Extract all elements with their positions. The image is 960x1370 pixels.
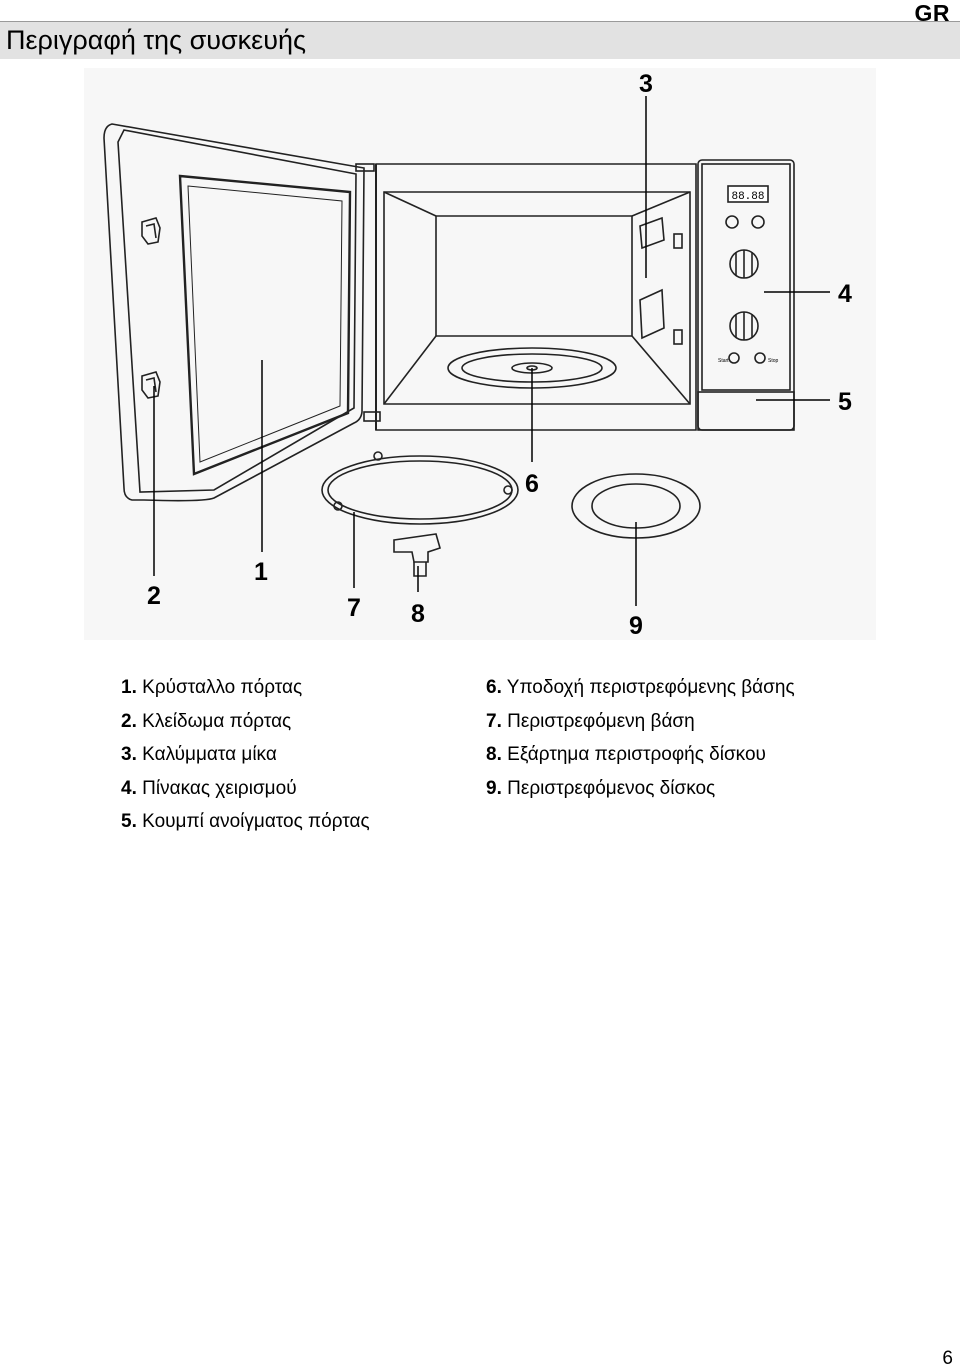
legend-item: 9. Περιστρεφόμενος δίσκος [486, 772, 795, 806]
microwave-diagram: 88.88 Start Stop 1 2 3 4 5 6 7 8 9 [84, 68, 876, 640]
callout-5: 5 [838, 388, 852, 416]
legend-number: 9. [486, 777, 502, 799]
callout-2: 2 [147, 582, 161, 610]
legend-text: Κρύσταλλο πόρτας [142, 677, 303, 698]
display-window [727, 185, 769, 203]
door-frame [103, 123, 365, 502]
door-release-button [697, 391, 795, 431]
stop-label: Stop [768, 358, 779, 364]
page-title: Περιγραφή της συσκευής [6, 25, 307, 55]
start-label: Start [718, 358, 729, 364]
turntable-coupler [393, 533, 441, 563]
legend-item: 1. Κρύσταλλο πόρτας [121, 671, 370, 705]
door-latch-upper [141, 217, 161, 245]
section-title-bar: Περιγραφή της συσκευής [0, 21, 960, 59]
legend-number: 1. [121, 677, 137, 698]
callout-6: 6 [525, 470, 539, 498]
legend-item: 4. Πίνακας χειρισμού [121, 772, 370, 806]
legend-text: Κουμπί ανοίγματος πόρτας [142, 811, 370, 833]
microwave-diagram-svg: 88.88 Start Stop 1 2 3 4 5 6 7 8 9 [103, 70, 852, 640]
legend-item: 7. Περιστρεφόμενη βάση [486, 705, 795, 739]
legend-number: 4. [121, 777, 137, 799]
callout-8: 8 [411, 600, 425, 628]
legend-text: Εξάρτημα περιστροφής δίσκου [507, 744, 766, 766]
legend-number: 3. [121, 744, 137, 766]
door-inner-frame [117, 129, 357, 493]
legend-right-column: 6. Υποδοχή περιστρεφόμενης βάσης 7. Περι… [486, 671, 795, 805]
legend-text: Περιστρεφόμενη βάση [507, 710, 695, 732]
legend-text: Υποδοχή περιστρεφόμενης βάσης [506, 677, 795, 698]
legend-text: Πίνακας χειρισμού [142, 777, 297, 799]
legend-item: 3. Καλύμματα μίκα [121, 738, 370, 772]
mica-cover-lower [639, 288, 665, 340]
legend-item: 5. Κουμπί ανοίγματος πόρτας [121, 805, 370, 839]
callout-1: 1 [254, 558, 268, 586]
legend-text: Περιστρεφόμενος δίσκος [507, 777, 716, 799]
door-glass [178, 174, 352, 476]
callout-7: 7 [347, 594, 361, 622]
legend-number: 5. [121, 811, 137, 833]
legend-number: 2. [121, 710, 137, 732]
legend-number: 8. [486, 744, 502, 766]
legend-item: 8. Εξάρτημα περιστροφής δίσκου [486, 738, 795, 772]
legend-number: 7. [486, 710, 502, 732]
legend-item: 6. Υποδοχή περιστρεφόμενης βάσης [486, 671, 795, 705]
callout-3: 3 [639, 70, 653, 98]
door-latch-lower [141, 371, 161, 399]
roller-ring [321, 455, 519, 525]
legend-text: Καλύμματα μίκα [142, 744, 277, 766]
legend-left-column: 1. Κρύσταλλο πόρτας 2. Κλείδωμα πόρτας 3… [121, 671, 370, 839]
mica-cover-upper [639, 216, 665, 250]
page-number: 6 [942, 1348, 953, 1369]
legend-text: Κλείδωμα πόρτας [142, 710, 292, 732]
callout-4: 4 [838, 280, 852, 308]
legend-item: 2. Κλείδωμα πόρτας [121, 705, 370, 739]
legend-number: 6. [486, 677, 502, 698]
callout-9: 9 [629, 612, 643, 640]
display-readout: 88.88 [731, 191, 764, 203]
